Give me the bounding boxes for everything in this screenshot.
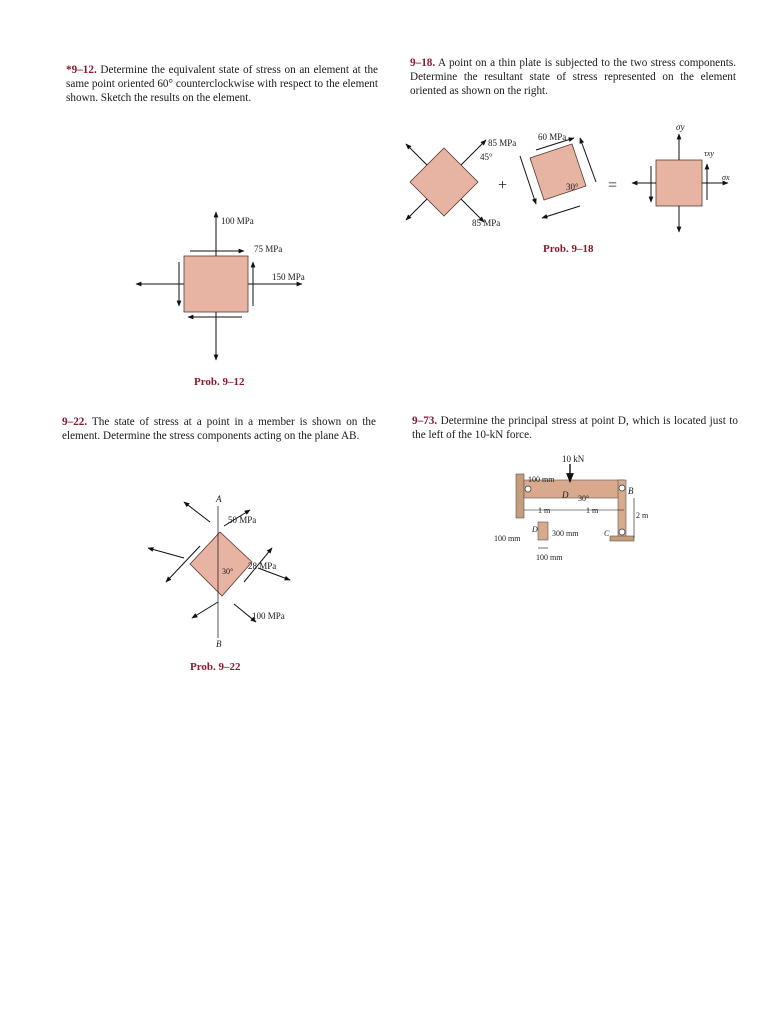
label-B: B xyxy=(216,639,222,649)
problem-9-22-text: 9–22. The state of stress at a point in … xyxy=(62,415,376,443)
label-1m-a: 1 m xyxy=(538,506,551,515)
figure-9-18: 85 MPa 45° 85 MPa + 60 MPa 30° = σy τxy … xyxy=(405,122,730,233)
problem-9-73-text: 9–73. Determine the principal stress at … xyxy=(412,414,738,442)
element-60mpa xyxy=(529,143,587,201)
arrow-shear-left xyxy=(165,545,201,583)
shear-60-top xyxy=(535,137,575,151)
wall-support xyxy=(515,473,525,519)
arrow-normal-right xyxy=(257,567,291,581)
problem-number: 9–18. xyxy=(410,57,436,69)
label-force: 10 kN xyxy=(562,454,585,464)
problem-number: 9–22. xyxy=(62,416,88,428)
label-85-top: 85 MPa xyxy=(488,138,516,148)
arrow-85-ne xyxy=(460,139,487,166)
arrow-shear-right xyxy=(243,547,273,583)
label-sigma-y: 100 MPa xyxy=(221,216,254,226)
label-B: B xyxy=(628,486,634,496)
shear-60-right xyxy=(579,137,597,183)
arrow-50-top xyxy=(223,509,251,527)
element-resultant xyxy=(655,159,703,207)
label-tau: 75 MPa xyxy=(254,244,282,254)
label-tau-xy: τxy xyxy=(704,149,714,158)
label-sigma-x: 150 MPa xyxy=(272,272,305,282)
arrow-85-nw xyxy=(405,143,428,166)
label-C: C xyxy=(604,529,610,538)
label-30: 30° xyxy=(578,494,589,503)
problem-number: 9–73. xyxy=(412,415,438,427)
problem-9-12-text: *9–12. Determine the equivalent state of… xyxy=(66,63,378,106)
label-100-bottom: 100 mm xyxy=(536,553,563,562)
pin-a xyxy=(524,485,532,493)
caption-9-12: Prob. 9–12 xyxy=(194,376,245,388)
label-D2: D xyxy=(531,525,538,534)
figure-9-12: 100 MPa 75 MPa 150 MPa xyxy=(135,211,305,361)
pin-b xyxy=(618,484,626,492)
pin-c xyxy=(618,528,626,536)
label-1m-b: 1 m xyxy=(586,506,599,515)
problem-statement: Determine the principal stress at point … xyxy=(412,415,739,442)
equals-sign: = xyxy=(608,177,617,194)
arrow-100 xyxy=(233,603,257,623)
label-D: D xyxy=(561,490,569,500)
stress-element xyxy=(183,255,249,313)
caption-9-22: Prob. 9–22 xyxy=(190,661,241,673)
figure-9-22: A B 30° 50 MPa 28 MPa 100 MPa xyxy=(147,494,291,649)
arrow-85-se xyxy=(460,198,485,223)
label-28: 28 MPa xyxy=(248,561,276,571)
caption-9-18: Prob. 9–18 xyxy=(543,243,594,255)
label-60: 60 MPa xyxy=(538,132,566,142)
problem-9-18-text: 9–18. A point on a thin plate is subject… xyxy=(410,56,736,99)
label-100-left: 100 mm xyxy=(494,534,521,543)
cross-section xyxy=(537,521,549,541)
arrow-50-bottom xyxy=(191,601,219,619)
problem-statement: The state of stress at a point in a memb… xyxy=(62,416,376,443)
label-100: 100 MPa xyxy=(252,611,285,621)
arrow-normal-left xyxy=(147,547,185,559)
shear-60-left xyxy=(519,155,537,205)
label-45: 45° xyxy=(480,152,493,162)
label-sigma-y: σy xyxy=(676,122,684,132)
label-100-top: 100 mm xyxy=(528,475,555,484)
arrow-100-top xyxy=(183,501,211,523)
figure-9-73: 10 kN 100 mm D 30° B 1 m 1 m 2 m 100 mm … xyxy=(494,454,649,562)
stress-element xyxy=(189,531,253,597)
shear-60-bottom xyxy=(541,205,581,219)
label-300: 300 mm xyxy=(552,529,579,538)
plus-sign: + xyxy=(498,177,507,194)
arrow-85-sw xyxy=(405,198,428,221)
label-50: 50 MPa xyxy=(228,515,256,525)
label-2m: 2 m xyxy=(636,511,649,520)
label-30: 30° xyxy=(566,182,579,192)
label-85-bottom: 85 MPa xyxy=(472,218,500,228)
label-30: 30° xyxy=(222,567,233,576)
problem-statement: Determine the equivalent state of stress… xyxy=(66,64,378,105)
label-sigma-x: σx xyxy=(722,173,730,182)
problem-number: *9–12. xyxy=(66,64,97,76)
label-A: A xyxy=(215,494,222,504)
support-c xyxy=(609,535,635,542)
problem-statement: A point on a thin plate is subjected to … xyxy=(410,57,736,98)
